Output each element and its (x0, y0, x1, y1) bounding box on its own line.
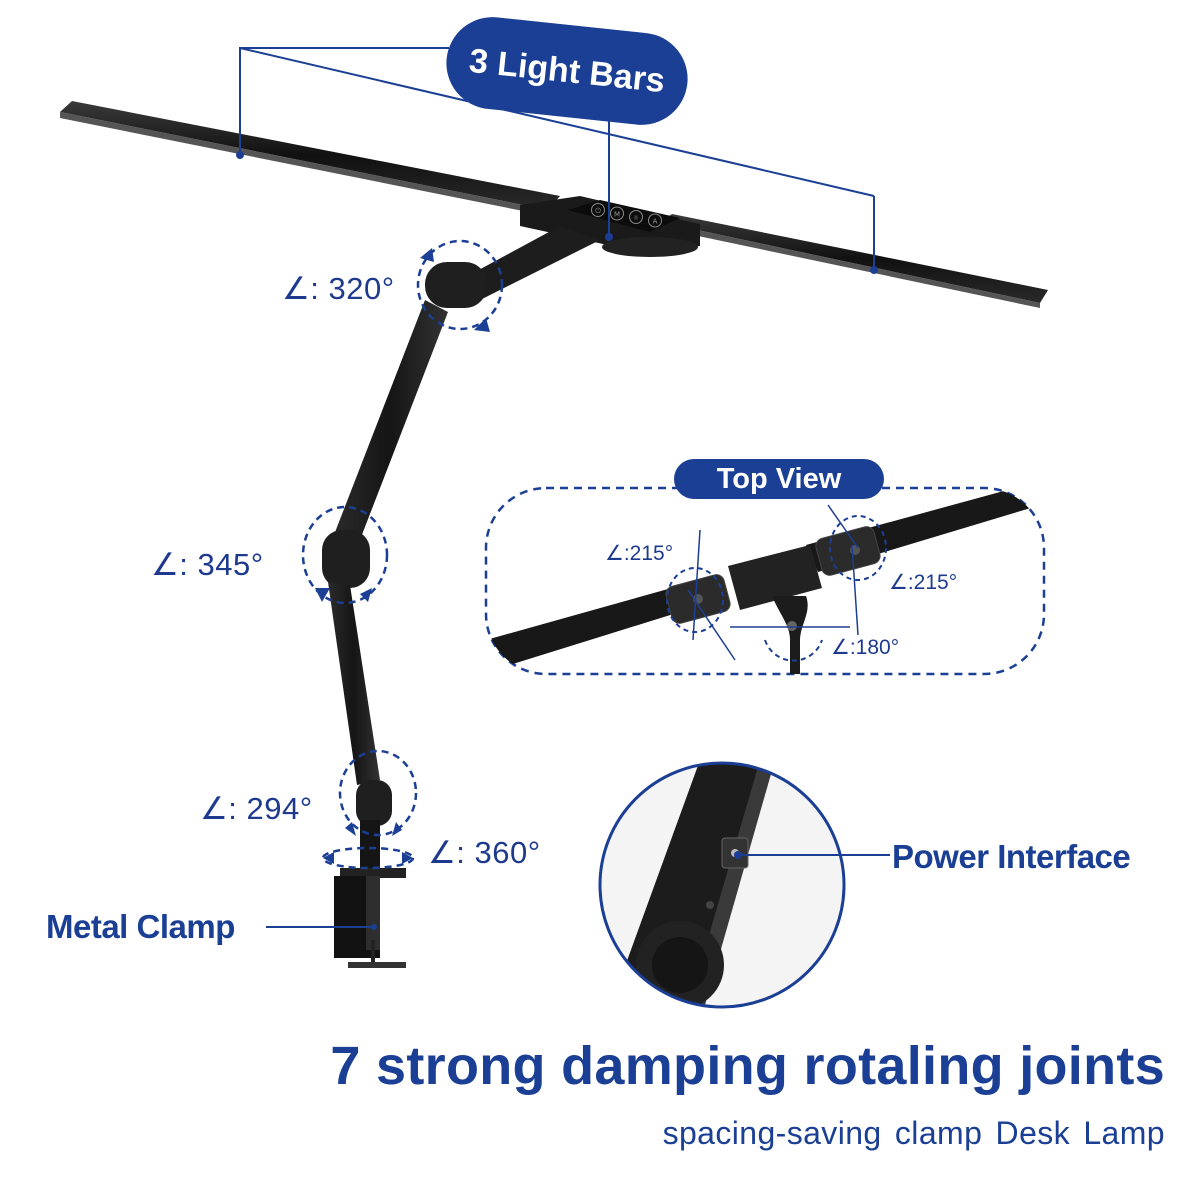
light-bar-assembly (60, 101, 1048, 308)
lower-joint-rotation-ring (338, 749, 418, 837)
light-bar-right-edge (660, 222, 1040, 308)
brightness-icon: ☼ (633, 214, 639, 222)
metal-clamp-label: Metal Clamp (46, 908, 235, 945)
upper-arm (332, 300, 448, 545)
head-joint-knuckle (425, 262, 487, 308)
lamp-arm (322, 226, 600, 968)
light-bars-label: 3 Light Bars (467, 41, 667, 100)
subheadline: spacing-saving clamp Desk Lamp (662, 1115, 1165, 1151)
head-joint-angle: ∠: 320° (282, 271, 395, 306)
elbow-joint-knuckle (322, 530, 370, 588)
lower-arm (328, 582, 380, 785)
light-bar-left-edge (60, 112, 548, 216)
auto-button (648, 213, 662, 228)
light-bar-left (60, 101, 560, 210)
control-hub-underside (602, 237, 698, 257)
clamp-top-plate (340, 868, 406, 878)
clamp-screw-handle (348, 962, 406, 968)
elbow-joint-angle: ∠: 345° (151, 547, 264, 582)
clamp-jaw (366, 876, 380, 950)
mode-button (610, 206, 624, 221)
brightness-button (629, 210, 643, 224)
power-interface-label: Power Interface (892, 838, 1131, 875)
top-view-badge: Top View (674, 459, 884, 499)
power-interface-zoom (598, 761, 890, 1009)
elbow-joint-rotation-ring (301, 505, 389, 605)
lower-joint-knuckle (356, 780, 392, 826)
top-view-label: Top View (716, 462, 842, 495)
lower-joint-angle: ∠: 294° (200, 791, 313, 826)
top-view-center-angle: ∠:180° (831, 636, 900, 659)
power-button (591, 203, 605, 217)
control-hub-top (568, 200, 680, 232)
top-view-bar-left (486, 580, 712, 668)
auto-icon: A (653, 218, 658, 226)
headline: 7 strong damping rotaling joints (330, 1036, 1165, 1096)
top-view-right-angle: ∠:215° (889, 571, 958, 594)
top-view-hub (728, 545, 822, 610)
base-rotation-angle: ∠: 360° (428, 835, 541, 870)
lamp-post (360, 820, 380, 868)
power-icon: ⏻ (595, 207, 601, 215)
top-view-left-angle: ∠:215° (605, 542, 674, 565)
light-bar-right (660, 214, 1048, 303)
top-view-panel (484, 486, 1046, 676)
head-joint-rotation-ring (416, 239, 504, 331)
touch-controls: ⏻ M ☼ A (591, 203, 662, 228)
light-bars-callout-lines (236, 47, 878, 274)
mode-icon: M (614, 211, 620, 219)
top-view-stem (772, 596, 808, 674)
rotation-arrowheads (315, 248, 490, 864)
